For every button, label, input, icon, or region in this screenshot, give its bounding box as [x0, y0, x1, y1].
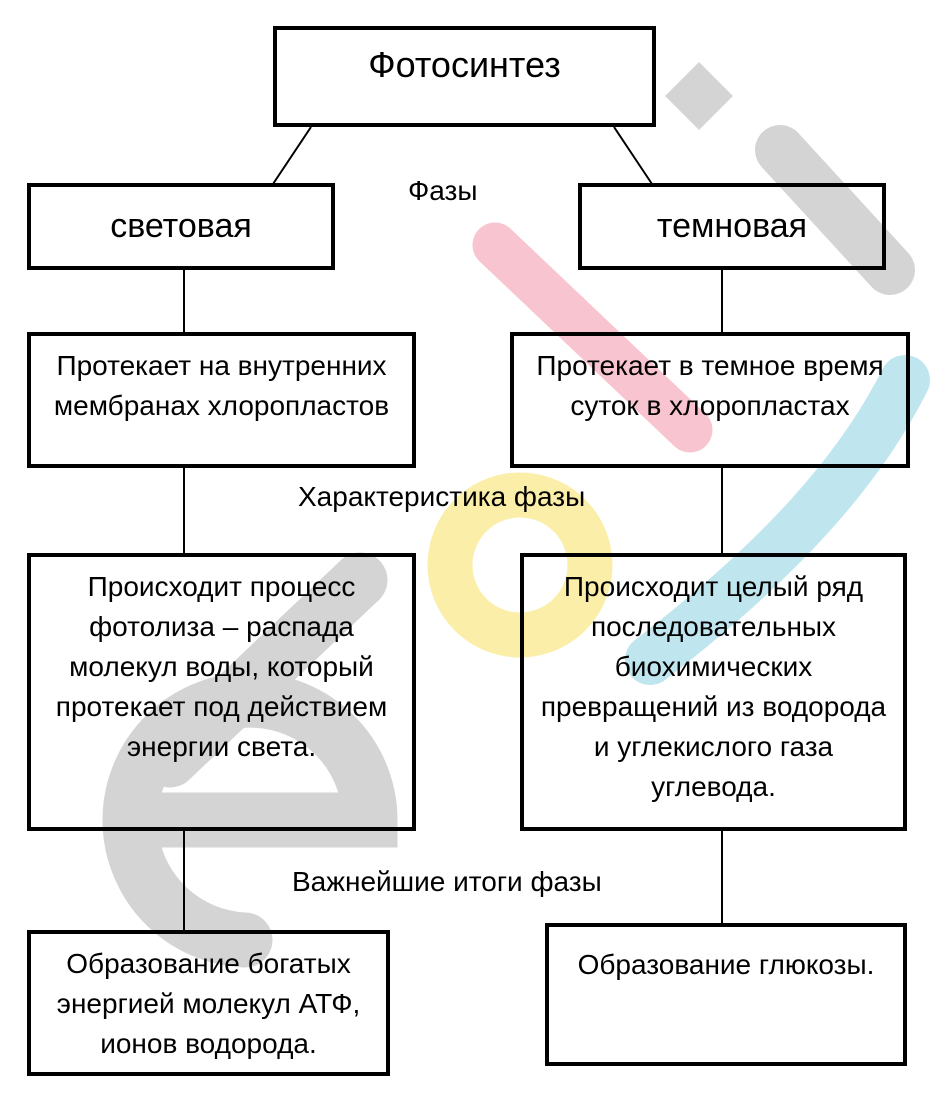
dark-characteristic-box: Происходит целый ряд последовательных би… — [520, 553, 907, 831]
watermark-gray-stroke — [755, 125, 915, 295]
light-location-box: Протекает на внутренних мембранах хлороп… — [27, 332, 416, 468]
light-result-text: Образование богатых энергией молекул АТФ… — [56, 948, 361, 1059]
light-characteristic-text: Происходит процесс фотолиза – распада мо… — [55, 571, 388, 762]
results-label: Важнейшие итоги фазы — [292, 866, 602, 897]
watermark-cyan-stroke — [625, 355, 930, 685]
dark-result-box: Образование глюкозы. — [545, 923, 907, 1066]
connector-title-dark — [613, 126, 653, 185]
light-location-text: Протекает на внутренних мембранах хлороп… — [53, 350, 390, 421]
light-phase-box: световая — [27, 183, 335, 270]
light-characteristic-box: Происходит процесс фотолиза – распада мо… — [27, 553, 416, 831]
title-box: Фотосинтез — [273, 26, 656, 127]
dark-phase-box: темновая — [578, 183, 886, 270]
light-phase-name: световая — [110, 207, 252, 245]
dark-phase-name: темновая — [656, 207, 808, 245]
watermark-pink-stroke — [472, 222, 713, 453]
watermark-letter-r — [142, 552, 388, 788]
characteristic-label: Характеристика фазы — [298, 481, 586, 512]
title-text: Фотосинтез — [368, 44, 561, 85]
phases-label: Фазы — [408, 175, 478, 206]
light-result-box: Образование богатых энергией молекул АТФ… — [27, 930, 390, 1076]
connector-title-light — [272, 126, 312, 185]
dark-location-box: Протекает в темное время суток в хлоропл… — [510, 332, 910, 468]
dark-location-text: Протекает в темное время суток в хлоропл… — [536, 350, 884, 421]
dark-characteristic-text: Происходит целый ряд последовательных би… — [540, 571, 887, 802]
dark-result-text: Образование глюкозы. — [577, 949, 875, 980]
